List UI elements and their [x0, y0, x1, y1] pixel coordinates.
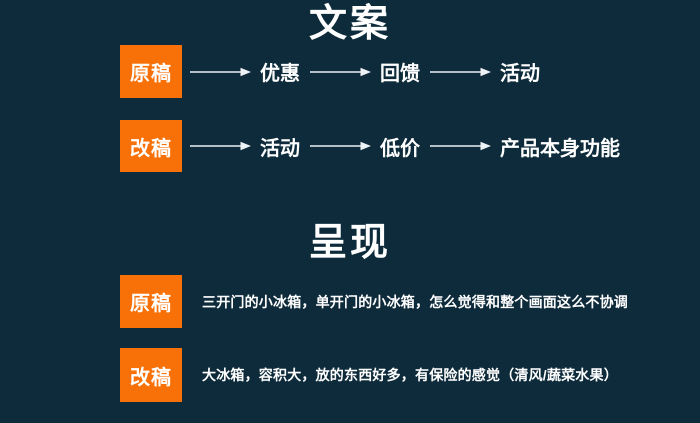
- flow-step: 低价: [380, 137, 420, 160]
- arrow-right-icon: [190, 67, 251, 76]
- present-row-revised: 改稿 大冰箱，容积大，放的东西好多，有保险的感觉（清风/蔬菜水果）: [120, 348, 618, 402]
- present-row-original: 原稿 三开门的小冰箱，单开门的小冰箱，怎么觉得和整个画面这么不协调: [120, 275, 628, 328]
- arrow-right-icon: [310, 67, 371, 76]
- flow-row-original-copy: 原稿 优惠 回馈 活动: [120, 45, 542, 98]
- flow-step: 活动: [260, 137, 300, 160]
- arrow-right-icon: [310, 141, 371, 151]
- badge-original-draft: 原稿: [120, 275, 182, 328]
- flow-step: 产品本身功能: [500, 137, 620, 160]
- flow-row-revised-copy: 改稿 活动 低价 产品本身功能: [120, 120, 622, 172]
- flow-step: 回馈: [380, 63, 420, 85]
- present-text-original: 三开门的小冰箱，单开门的小冰箱，怎么觉得和整个画面这么不协调: [202, 293, 628, 310]
- present-text-revised: 大冰箱，容积大，放的东西好多，有保险的感觉（清风/蔬菜水果）: [202, 367, 618, 383]
- arrow-right-icon: [190, 141, 251, 151]
- flow-step: 活动: [500, 63, 540, 85]
- badge-revised-draft: 改稿: [120, 120, 182, 172]
- arrow-right-icon: [430, 67, 491, 76]
- badge-revised-draft: 改稿: [120, 348, 182, 402]
- flow-step: 优惠: [260, 63, 300, 85]
- badge-original-draft: 原稿: [120, 45, 182, 98]
- copy-section-title: 文案: [308, 3, 391, 45]
- present-section-title: 呈现: [308, 222, 391, 264]
- arrow-right-icon: [430, 141, 491, 151]
